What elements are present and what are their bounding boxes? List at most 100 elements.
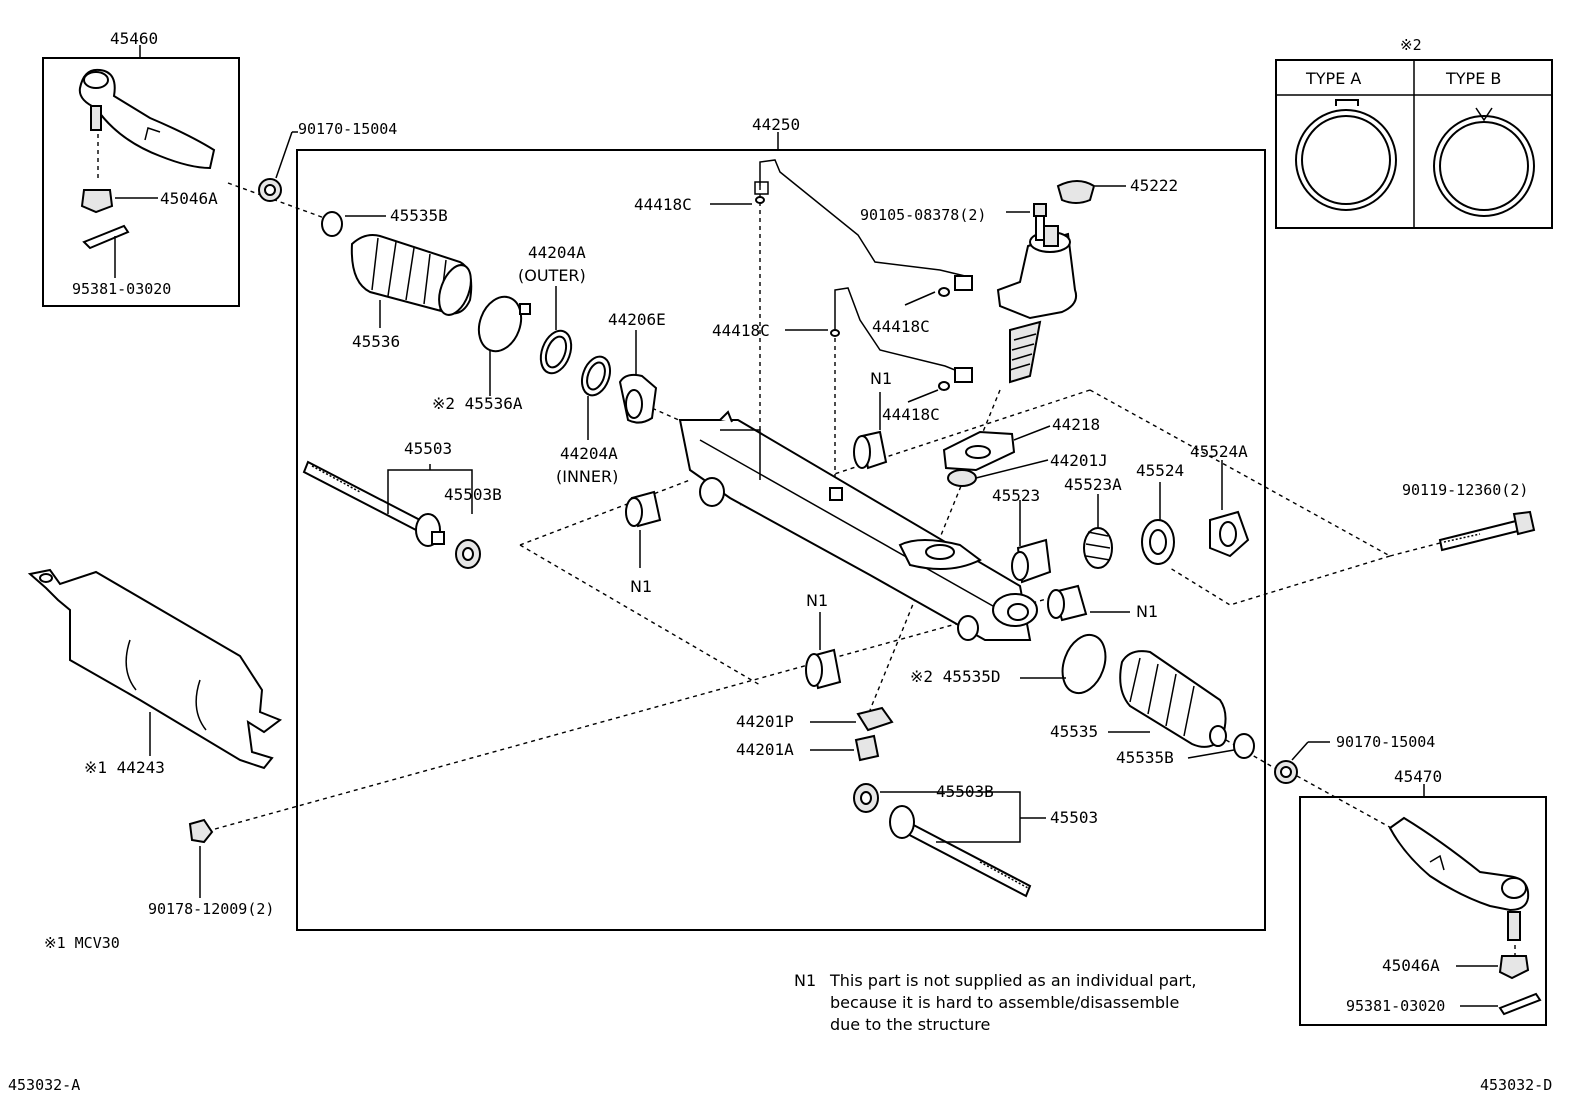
label-45523A: 45523A: [1064, 475, 1122, 494]
clamp-45535D: [1061, 633, 1107, 695]
gear-assembly-box: [296, 149, 1266, 931]
label-45046A-left: 45046A: [160, 189, 218, 208]
gasket-44218: [942, 430, 1016, 472]
label-95381-03020-right: 95381-03020: [1346, 997, 1445, 1015]
label-90119-12360: 90119-12360(2): [1402, 481, 1528, 499]
label-44201J: 44201J: [1050, 451, 1108, 470]
label-44243: ※1 44243: [84, 758, 165, 777]
nut-90178: [188, 818, 214, 844]
boot-clamp-45535B-right: [1233, 733, 1255, 759]
nut-44201P: [856, 706, 894, 732]
valve-housing: [996, 225, 1078, 384]
label-44418C-4: 44418C: [882, 405, 940, 424]
o-rings: [755, 196, 950, 391]
ring-44204A-outer: [539, 329, 573, 375]
label-44201P: 44201P: [736, 712, 794, 731]
label-45536: 45536: [352, 332, 400, 351]
note-n1-line3: due to the structure: [830, 1015, 990, 1034]
tie-rod-45503-left: [302, 460, 445, 547]
n1-bushing-c: [1047, 584, 1088, 622]
label-type-a: TYPE A: [1305, 69, 1361, 88]
heat-insulator-44243: [27, 568, 283, 770]
cotter-pin-right: [1498, 992, 1542, 1016]
label-45503-left: 45503: [404, 439, 452, 458]
cap-45222: [1056, 180, 1096, 204]
bolt-90119: [1438, 510, 1536, 552]
label-45503B-right: 45503B: [936, 782, 994, 801]
label-n1-d: N1: [806, 591, 828, 610]
boot-clamp-45535B-left: [321, 211, 343, 237]
note-mcv30: ※1 MCV30: [44, 934, 120, 952]
label-44204A-inner: 44204A: [560, 444, 618, 463]
label-n1-b: N1: [630, 577, 652, 596]
note-n1-line2: because it is hard to assemble/disassemb…: [830, 993, 1179, 1012]
seal-44201J: [947, 469, 977, 487]
label-45503B-left: 45503B: [444, 485, 502, 504]
label-45523: 45523: [992, 486, 1040, 505]
label-45535B-right: 45535B: [1116, 748, 1174, 767]
label-44206E: 44206E: [608, 310, 666, 329]
plug-45523: [1011, 538, 1052, 584]
label-45535D: ※2 45535D: [910, 667, 1000, 686]
boot-45536-left: [350, 234, 473, 316]
label-n1-a: N1: [870, 369, 892, 388]
n1-bushing-b: [625, 490, 662, 528]
tie-rod-end-right: [1388, 816, 1530, 941]
label-n1-c: N1: [1136, 602, 1158, 621]
label-45524: 45524: [1136, 461, 1184, 480]
bushing-44206E: [618, 373, 658, 424]
label-44418C-1: 44418C: [634, 195, 692, 214]
spring-45523A: [1083, 527, 1113, 569]
boot-45535-right: [1119, 650, 1227, 748]
cotter-pin-left: [82, 224, 130, 250]
nut-90170-right: [1274, 760, 1298, 784]
label-45503-right: 45503: [1050, 808, 1098, 827]
label-44218: 44218: [1052, 415, 1100, 434]
clamp-type-a-ring: [1295, 99, 1397, 211]
label-44204A-outer-sub: (OUTER): [518, 266, 586, 285]
label-90170-15004-right: 90170-15004: [1336, 733, 1435, 751]
tie-rod-45503-right: [889, 805, 1032, 898]
label-44204A-inner-sub: (INNER): [556, 467, 618, 486]
lock-nut-45524A: [1209, 510, 1250, 558]
label-45535B-left: 45535B: [390, 206, 448, 225]
note-n1-line1: This part is not supplied as an individu…: [829, 971, 1197, 990]
clamp-45536A: [477, 295, 531, 353]
label-type-b: TYPE B: [1445, 69, 1501, 88]
label-45535: 45535: [1050, 722, 1098, 741]
diagram-code-right: 453032-D: [1480, 1076, 1552, 1094]
washer-45503B-left: [455, 539, 481, 569]
castle-nut-left: [80, 189, 114, 214]
label-44250: 44250: [752, 115, 800, 134]
tie-rod-end-right-box: [1299, 796, 1547, 1026]
clamp-type-b-ring: [1433, 107, 1535, 217]
note-n1-code: N1: [794, 971, 816, 990]
label-45046A-right: 45046A: [1382, 956, 1440, 975]
n1-bushing-d: [805, 648, 842, 690]
label-45470: 45470: [1394, 767, 1442, 786]
washer-45503B-right: [853, 783, 879, 813]
rack-housing: [678, 410, 1038, 641]
nut-90170-left: [258, 178, 282, 202]
label-clamp-note-mark: ※2: [1400, 36, 1422, 54]
tie-rod-end-left-box: [42, 57, 240, 307]
label-95381-03020-left: 95381-03020: [72, 280, 171, 298]
label-45524A: 45524A: [1190, 442, 1248, 461]
label-45222: 45222: [1130, 176, 1178, 195]
tie-rod-end-left: [78, 68, 216, 170]
label-44418C-3: 44418C: [872, 317, 930, 336]
diagram-code-left: 453032-A: [8, 1076, 80, 1094]
pipe-lower: [834, 287, 973, 383]
label-44418C-2: 44418C: [712, 321, 770, 340]
pipe-upper: [754, 159, 973, 291]
bolts-90105: [1033, 203, 1047, 241]
label-44204A-outer: 44204A: [528, 243, 586, 262]
nut-44201A: [854, 734, 880, 762]
label-90105-08378: 90105-08378(2): [860, 206, 986, 224]
spring-cap-45524: [1141, 519, 1175, 565]
label-90170-15004-left: 90170-15004: [298, 120, 397, 138]
castle-nut-right: [1498, 955, 1530, 980]
label-44201A: 44201A: [736, 740, 794, 759]
ring-44204A-inner: [580, 355, 612, 397]
